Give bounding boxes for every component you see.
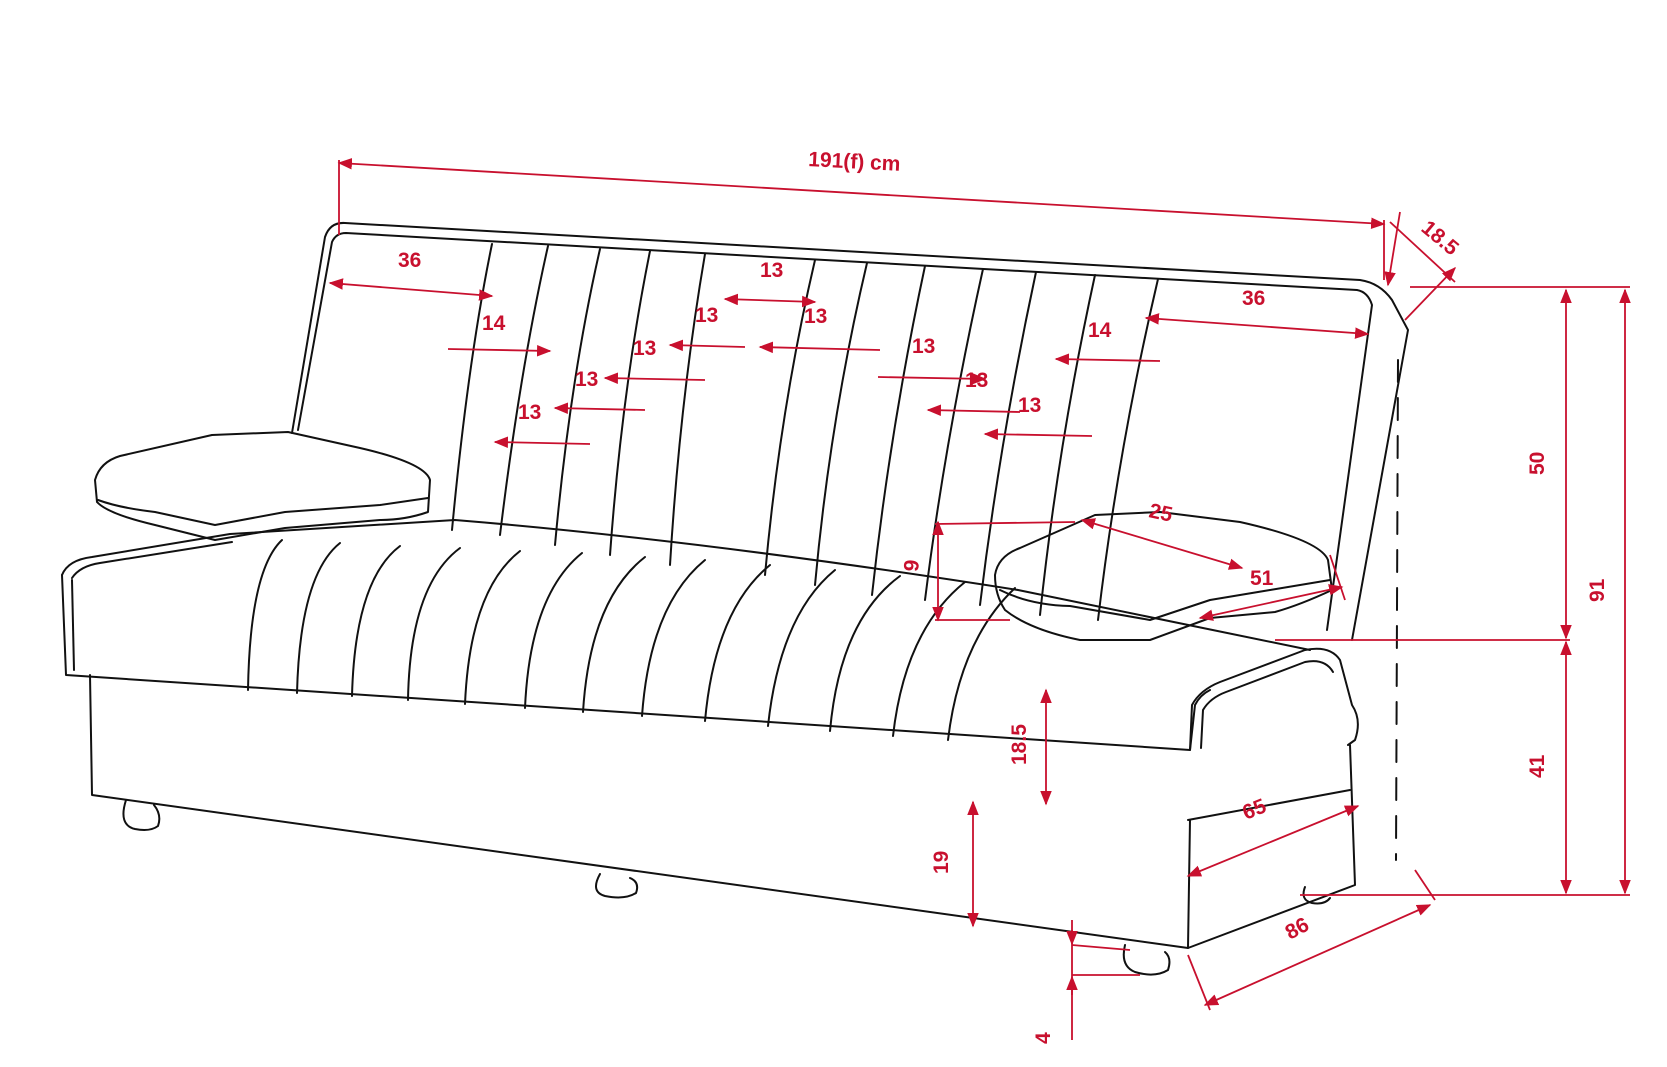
dimension-lines xyxy=(328,158,1631,1040)
dimension-labels: 191(f) cm 18.5 36 36 14 14 13 13 13 13 1… xyxy=(398,148,1609,1044)
sofa-drawing xyxy=(61,221,1409,976)
backrest-channels xyxy=(451,243,1159,621)
label-leg-height: 4 xyxy=(1032,1032,1055,1044)
label-base-height: 19 xyxy=(930,851,953,874)
label-channel-l1: 13 xyxy=(695,304,718,327)
label-channel-right-outer: 14 xyxy=(1088,319,1112,342)
label-total-width: 191(f) cm xyxy=(808,148,901,176)
label-channel-l4: 13 xyxy=(518,401,541,424)
label-channel-top-center: 13 xyxy=(760,259,783,282)
label-pillow-length: 25 xyxy=(1147,499,1175,526)
base-side xyxy=(1187,744,1356,949)
backrest-inner-frame xyxy=(297,232,1373,631)
hidden-edge-dashed xyxy=(1395,359,1399,861)
base-front xyxy=(89,674,1191,949)
label-pillow-width: 51 xyxy=(1250,567,1274,590)
label-back-end-right: 36 xyxy=(1242,287,1265,310)
label-channel-l3: 13 xyxy=(575,368,598,391)
label-channel-r3: 13 xyxy=(965,369,988,392)
label-total-depth: 86 xyxy=(1282,913,1313,944)
label-back-end-left: 36 xyxy=(398,249,421,272)
seat-cushion-top xyxy=(61,519,1311,651)
label-channel-r2: 13 xyxy=(912,335,935,358)
label-total-height: 91 xyxy=(1586,578,1609,602)
label-cushion-thickness: 18.5 xyxy=(1008,724,1031,765)
backrest-outline xyxy=(291,221,1409,641)
label-channel-left-outer: 14 xyxy=(482,312,506,335)
label-back-height: 50 xyxy=(1526,452,1549,475)
seat-front-face xyxy=(61,574,1211,751)
label-channel-l2: 13 xyxy=(633,337,656,360)
label-pillow-height: 9 xyxy=(900,559,924,573)
armrest-right xyxy=(1189,647,1359,751)
pillow-left xyxy=(94,431,431,541)
label-channel-r4: 13 xyxy=(1018,394,1041,417)
seat-channels xyxy=(247,539,1016,741)
label-channel-r1: 13 xyxy=(804,305,827,328)
label-seat-height: 41 xyxy=(1526,754,1549,778)
label-arm-depth: 65 xyxy=(1239,794,1270,824)
legs xyxy=(122,799,1331,976)
